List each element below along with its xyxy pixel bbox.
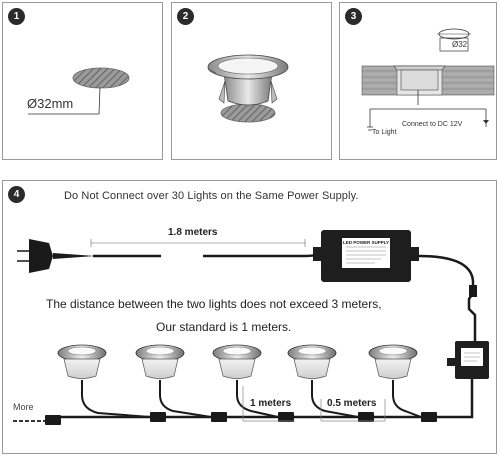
power-supply-warning: Do Not Connect over 30 Lights on the Sam…: [64, 190, 359, 202]
cross-section-illustration: [361, 28, 495, 131]
hole-diameter-label: Ø32mm: [27, 96, 74, 111]
step-4-panel: LED POWER SUPPLY: [2, 180, 497, 454]
to-light-label: To Light: [372, 129, 397, 136]
power-plug-icon: [17, 239, 95, 273]
standard-note: Our standard is 1 meters.: [156, 320, 292, 334]
step-2-badge: 2: [177, 8, 194, 25]
step-2-panel: 2: [171, 2, 332, 160]
diameter-label: Ø32: [452, 40, 468, 49]
light-insertion-illustration: [207, 54, 289, 123]
spacing-1-label: 1 meters: [250, 398, 292, 409]
step-1-panel: 1: [2, 2, 163, 160]
step-3-panel: 3: [339, 2, 497, 160]
step-3-badge: 3: [345, 8, 362, 25]
distance-note: The distance between the two lights does…: [46, 297, 382, 311]
cable-length-label: 1.8 meters: [168, 227, 218, 238]
lamp-4-icon: [287, 344, 359, 418]
more-label: More: [13, 402, 34, 412]
power-supply-icon: LED POWER SUPPLY: [313, 230, 419, 282]
power-supply-label: LED POWER SUPPLY: [343, 240, 389, 245]
lamp-1-icon: [57, 344, 151, 418]
lamp-3-icon: [212, 344, 279, 418]
dc-connection-label: Connect to DC 12V: [402, 121, 463, 128]
lamp-5-icon: [368, 344, 422, 418]
step-1-badge: 1: [8, 8, 25, 25]
wiring-diagram: LED POWER SUPPLY: [13, 230, 489, 425]
lamp-2-icon: [135, 344, 212, 418]
spacing-2-label: 0.5 meters: [327, 398, 377, 409]
step-4-badge: 4: [8, 186, 25, 203]
drilled-hole-illustration: [28, 67, 130, 115]
